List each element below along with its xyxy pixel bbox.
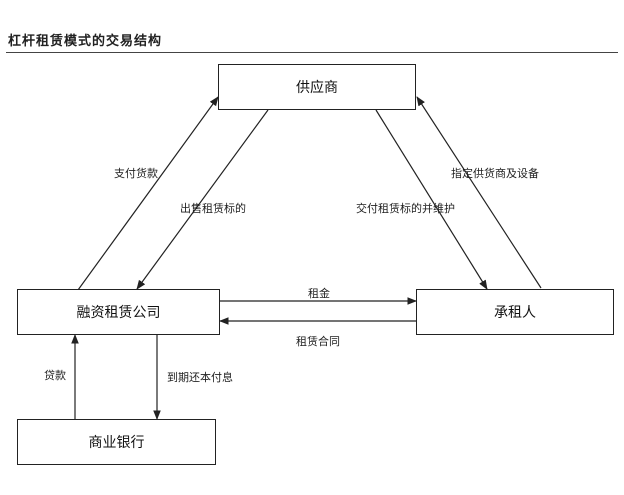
edge-label-designate-supplier: 指定供货商及设备	[451, 167, 539, 180]
edge-label-repay: 到期还本付息	[167, 371, 233, 384]
edge-label-lease-contract: 租赁合同	[296, 335, 340, 348]
node-leasing-company-label: 融资租赁公司	[76, 305, 161, 321]
edge-label-rent: 租金	[308, 287, 330, 300]
diagram-title: 杠杆租赁模式的交易结构	[8, 34, 163, 49]
node-supplier: 供应商	[218, 64, 416, 110]
node-bank: 商业银行	[17, 419, 216, 465]
edge-label-sell-lease-object: 出售租赁标的	[180, 202, 246, 215]
arrow-pay-goods	[77, 96, 219, 291]
edge-label-deliver-lease-object: 交付租赁标的并维护	[356, 202, 455, 215]
arrow-designate-supplier	[416, 96, 542, 289]
edge-label-pay-goods: 支付货款	[114, 167, 158, 180]
node-supplier-label: 供应商	[296, 80, 338, 96]
arrow-sell-lease-object	[136, 109, 269, 290]
node-lessee-label: 承租人	[494, 305, 536, 321]
edge-label-loan: 贷款	[44, 369, 66, 382]
node-bank-label: 商业银行	[88, 435, 145, 451]
title-divider	[6, 52, 618, 53]
arrow-deliver-lease-object	[375, 109, 488, 290]
node-leasing-company: 融资租赁公司	[17, 289, 220, 335]
node-lessee: 承租人	[416, 289, 614, 335]
